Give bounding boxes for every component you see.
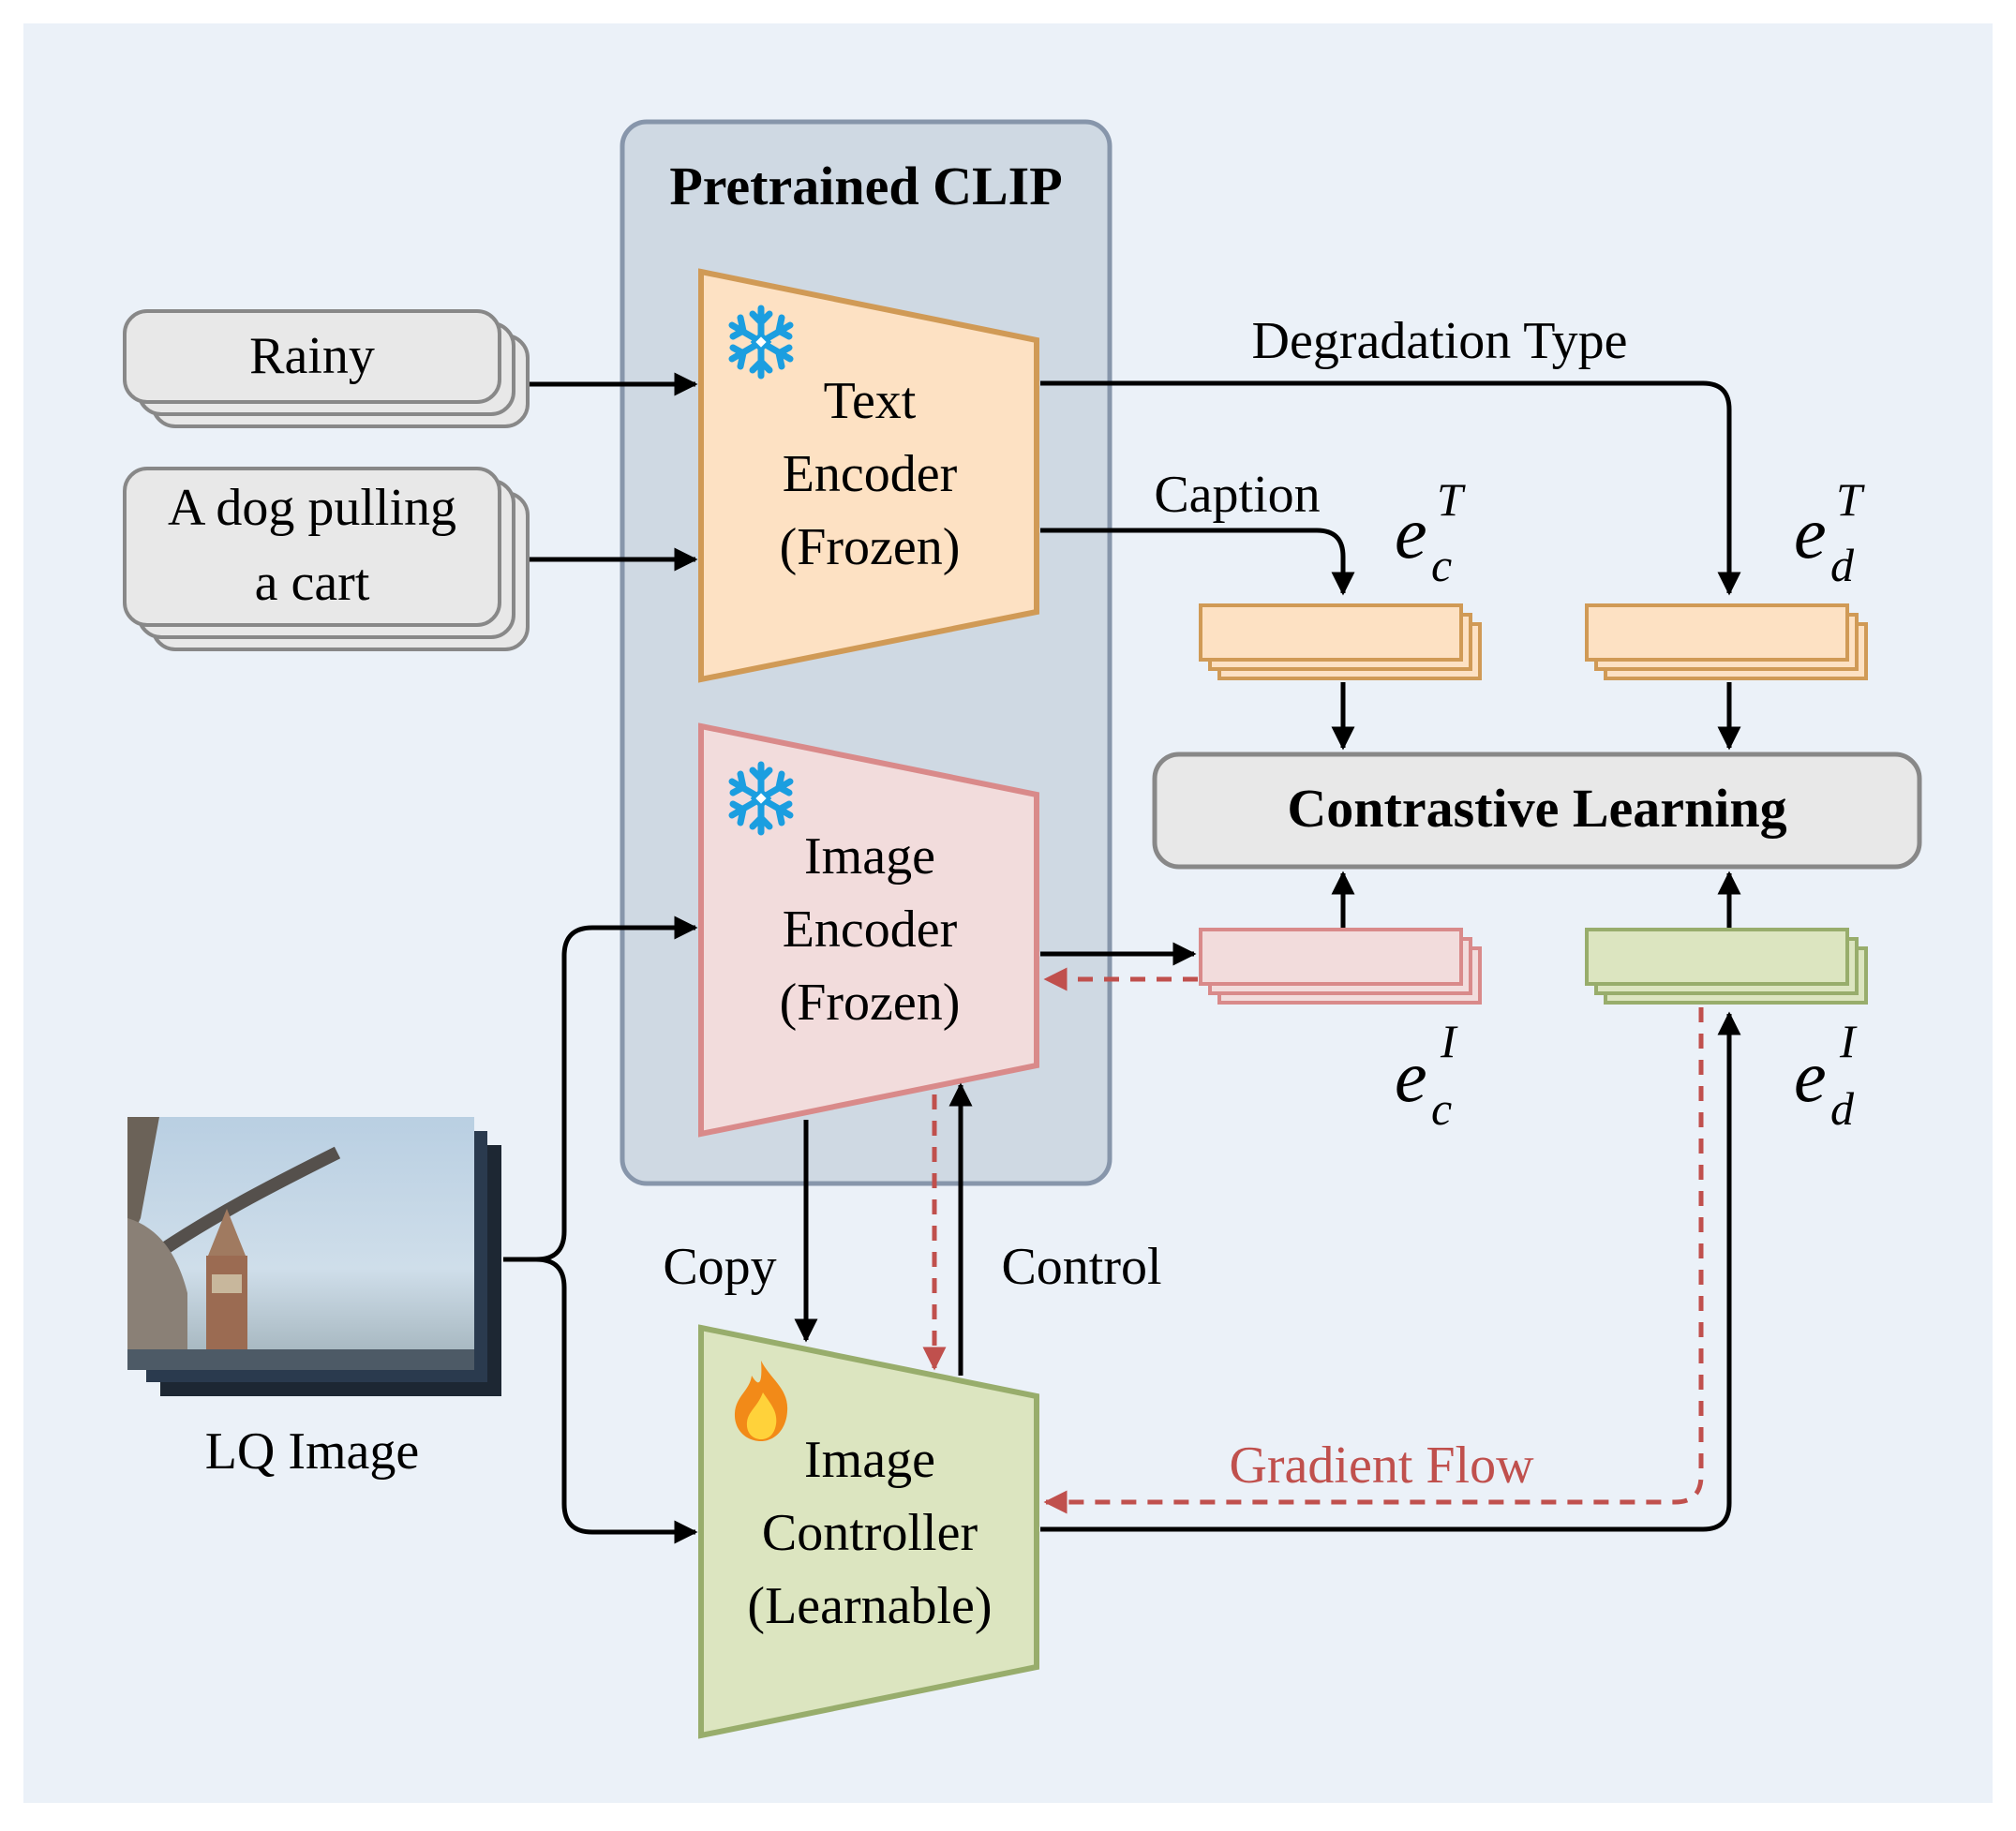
lq-image-label: LQ Image [205,1422,420,1481]
arrow-lq-to-image-encoder [503,916,698,1262]
text-encoder-line1: Text [824,372,917,430]
arrow-gradient-flow [1043,1007,1704,1514]
embedding-ed-image [1585,928,1868,1005]
fire-icon [734,1361,788,1441]
svg-text:I: I [1440,1015,1458,1067]
image-encoder-line3: (Frozen) [780,974,961,1032]
image-controller: Image Controller (Learnable) [698,1324,1039,1739]
svg-text:c: c [1431,1082,1452,1135]
svg-text:c: c [1431,539,1452,591]
degradation-type-label: Degradation Type [1252,312,1628,370]
svg-text:e: e [1395,1035,1427,1117]
control-label: Control [1001,1238,1161,1296]
label-ed-i: e d I [1794,1015,1858,1135]
arrow-controller-to-edi [1040,1011,1741,1532]
image-encoder-line2: Encoder [783,901,958,959]
arrow-degradation-type [1040,380,1741,596]
snowflake-icon [728,761,794,836]
arrow-caption [1040,528,1355,596]
text-encoder: Text Encoder (Frozen) [698,268,1039,683]
caption-label: Caption [1154,466,1320,524]
snowflake-icon [728,305,794,380]
image-encoder-line1: Image [804,827,935,886]
clip-panel-title: Pretrained CLIP [669,156,1062,216]
arrow-lq-to-image-controller [535,1257,698,1544]
svg-text:I: I [1839,1015,1858,1067]
text-encoder-line3: (Frozen) [780,518,961,576]
prompt-box-rainy: Rainy [123,309,530,428]
contrastive-learning-box [1152,752,1922,870]
svg-text:e: e [1395,492,1427,573]
lq-image [127,1117,501,1396]
prompt-rainy-label: Rainy [249,327,375,385]
embedding-ec-image [1199,928,1482,1005]
prompt-caption-line2: a cart [255,554,370,612]
copy-label: Copy [663,1238,776,1296]
image-controller-line3: (Learnable) [747,1577,992,1635]
prompt-box-caption: A dog pulling a cart [123,467,530,651]
text-encoder-line2: Encoder [783,445,958,503]
gradient-flow-label: Gradient Flow [1229,1437,1534,1495]
embedding-ec-text [1199,603,1482,680]
prompt-caption-line1: A dog pulling [168,479,456,537]
label-ed-t: e d T [1794,473,1865,591]
svg-text:e: e [1794,492,1827,573]
svg-text:d: d [1830,539,1855,591]
label-ec-t: e c T [1395,473,1466,591]
svg-text:T: T [1437,473,1466,526]
image-encoder: Image Encoder (Frozen) [698,722,1039,1138]
image-controller-line2: Controller [762,1504,978,1562]
contrastive-learning-label: Contrastive Learning [1287,778,1786,839]
svg-text:e: e [1794,1035,1827,1117]
svg-text:d: d [1830,1082,1855,1135]
embedding-ed-text [1585,603,1868,680]
svg-text:T: T [1836,473,1865,526]
image-controller-line1: Image [804,1431,935,1489]
label-ec-i: e c I [1395,1015,1458,1135]
